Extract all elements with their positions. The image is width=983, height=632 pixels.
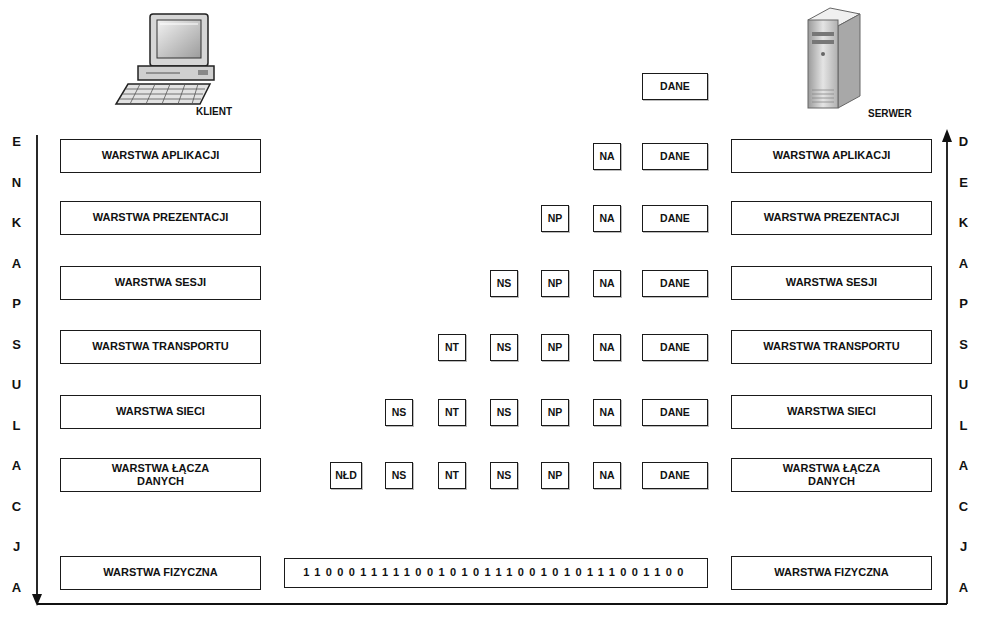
header-name: NA bbox=[599, 341, 614, 354]
layer-name: WARSTWA APLIKACJI bbox=[773, 149, 891, 162]
header-box: DANE bbox=[642, 73, 708, 100]
header-box: NA bbox=[593, 462, 621, 489]
header-name: NA bbox=[599, 277, 614, 290]
header-box: NT bbox=[438, 399, 466, 426]
header-name: DANE bbox=[660, 212, 690, 225]
flow-arrow bbox=[37, 135, 947, 604]
header-name: NA bbox=[599, 406, 614, 419]
layer-name: WARSTWA ŁĄCZA DANYCH bbox=[101, 462, 221, 488]
header-box: DANE bbox=[642, 205, 708, 232]
header-name: NP bbox=[548, 406, 563, 419]
layer-name: WARSTWA SIECI bbox=[787, 405, 876, 418]
header-box: NA bbox=[593, 270, 621, 297]
header-box: NS bbox=[385, 399, 413, 426]
header-name: NA bbox=[599, 469, 614, 482]
header-box: DANE bbox=[642, 143, 708, 170]
header-name: NA bbox=[599, 150, 614, 163]
header-name: NP bbox=[548, 341, 563, 354]
layer-name: WARSTWA ŁĄCZA DANYCH bbox=[772, 462, 892, 488]
layer-box: WARSTWA ŁĄCZA DANYCH bbox=[60, 458, 261, 492]
header-name: NT bbox=[445, 469, 459, 482]
header-name: DANE bbox=[660, 406, 690, 419]
header-box: NP bbox=[541, 462, 569, 489]
layer-name: WARSTWA TRANSPORTU bbox=[763, 340, 899, 353]
header-name: NS bbox=[392, 406, 407, 419]
layer-name: WARSTWA FIZYCZNA bbox=[103, 566, 217, 579]
header-name: NŁD bbox=[335, 469, 357, 482]
header-name: NP bbox=[548, 212, 563, 225]
header-box: NS bbox=[385, 462, 413, 489]
header-box: NS bbox=[490, 334, 518, 361]
header-box: NA bbox=[593, 205, 621, 232]
header-name: NS bbox=[392, 469, 407, 482]
header-box: DANE bbox=[642, 334, 708, 361]
device-label: SERWER bbox=[868, 108, 912, 119]
header-box: NS bbox=[490, 270, 518, 297]
layer-box: WARSTWA SESJI bbox=[731, 266, 932, 300]
header-box: NP bbox=[541, 205, 569, 232]
header-name: DANE bbox=[660, 469, 690, 482]
header-name: NT bbox=[445, 406, 459, 419]
header-name: NT bbox=[445, 341, 459, 354]
header-box: NA bbox=[593, 399, 621, 426]
layer-name: WARSTWA APLIKACJI bbox=[102, 149, 220, 162]
server-tower bbox=[808, 8, 860, 108]
bit-stream-box: 1100011111001010111001010111001100 bbox=[284, 558, 708, 588]
layer-box: WARSTWA APLIKACJI bbox=[60, 139, 261, 173]
client-computer bbox=[116, 14, 214, 104]
header-name: DANE bbox=[660, 150, 690, 163]
process-label: ENKAPSULACJA bbox=[10, 122, 23, 608]
header-name: DANE bbox=[660, 80, 690, 93]
arrow-head bbox=[942, 129, 952, 142]
layer-name: WARSTWA SIECI bbox=[116, 405, 205, 418]
layer-box: WARSTWA FIZYCZNA bbox=[731, 556, 932, 590]
header-box: NP bbox=[541, 399, 569, 426]
header-name: NP bbox=[548, 277, 563, 290]
header-box: DANE bbox=[642, 270, 708, 297]
layer-box: WARSTWA PREZENTACJI bbox=[60, 201, 261, 235]
header-box: NA bbox=[593, 143, 621, 170]
header-name: NA bbox=[599, 212, 614, 225]
layer-name: WARSTWA SESJI bbox=[786, 276, 877, 289]
process-label: DEKAPSULACJA bbox=[957, 122, 970, 608]
layer-box: WARSTWA ŁĄCZA DANYCH bbox=[731, 458, 932, 492]
header-box: NP bbox=[541, 334, 569, 361]
header-name: NS bbox=[497, 469, 512, 482]
header-box: NT bbox=[438, 462, 466, 489]
layer-name: WARSTWA FIZYCZNA bbox=[774, 566, 888, 579]
header-box: DANE bbox=[642, 399, 708, 426]
header-name: NS bbox=[497, 341, 512, 354]
header-box: NS bbox=[490, 462, 518, 489]
layer-box: WARSTWA TRANSPORTU bbox=[60, 330, 261, 364]
layer-box: WARSTWA APLIKACJI bbox=[731, 139, 932, 173]
layer-name: WARSTWA PREZENTACJI bbox=[764, 211, 900, 224]
header-box: DANE bbox=[642, 462, 708, 489]
layer-box: WARSTWA SIECI bbox=[60, 395, 261, 429]
layer-name: WARSTWA TRANSPORTU bbox=[92, 340, 228, 353]
bit-stream: 1100011111001010111001010111001100 bbox=[303, 566, 689, 579]
header-box: NS bbox=[490, 399, 518, 426]
header-box: NT bbox=[438, 334, 466, 361]
header-box: NŁD bbox=[330, 462, 362, 489]
header-name: NP bbox=[548, 469, 563, 482]
layer-box: WARSTWA PREZENTACJI bbox=[731, 201, 932, 235]
header-box: NP bbox=[541, 270, 569, 297]
layer-box: WARSTWA FIZYCZNA bbox=[60, 556, 261, 590]
layer-box: WARSTWA TRANSPORTU bbox=[731, 330, 932, 364]
header-name: NS bbox=[497, 277, 512, 290]
arrow-head bbox=[32, 594, 42, 606]
layer-box: WARSTWA SESJI bbox=[60, 266, 261, 300]
header-box: NA bbox=[593, 334, 621, 361]
layer-name: WARSTWA SESJI bbox=[115, 276, 206, 289]
header-name: NS bbox=[497, 406, 512, 419]
header-name: DANE bbox=[660, 341, 690, 354]
header-name: DANE bbox=[660, 277, 690, 290]
device-label: KLIENT bbox=[196, 106, 232, 117]
layer-name: WARSTWA PREZENTACJI bbox=[93, 211, 229, 224]
layer-box: WARSTWA SIECI bbox=[731, 395, 932, 429]
